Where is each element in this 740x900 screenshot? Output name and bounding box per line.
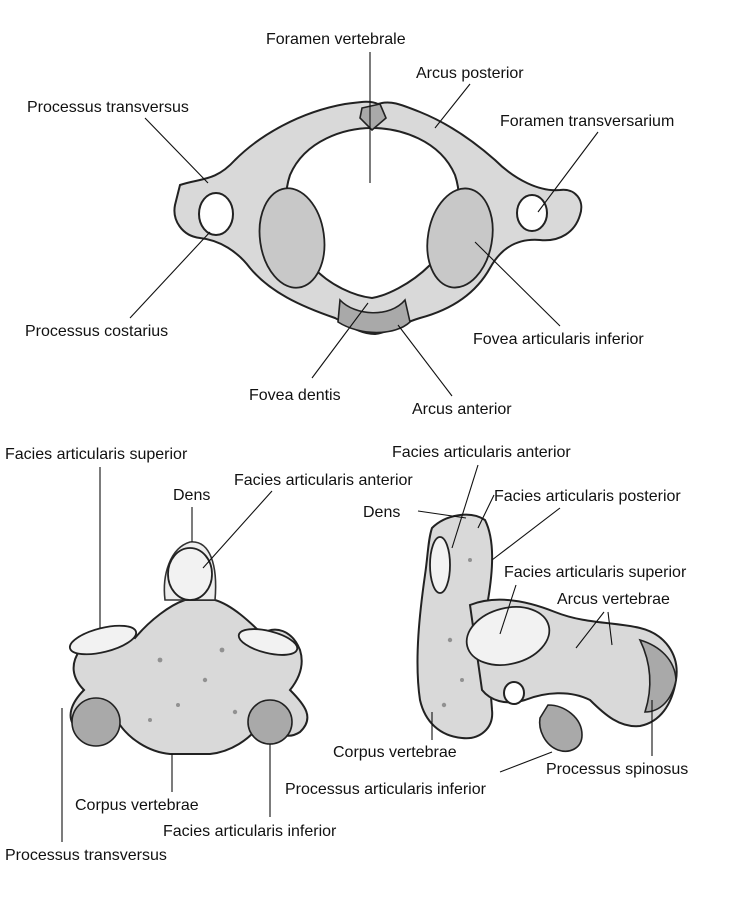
- atlas-posterior-tubercle: [359, 103, 387, 132]
- leader-atlas-arcus-anterior: [397, 324, 453, 397]
- texture-dot: [176, 703, 180, 707]
- label-axis-side-processus-spinosus: Processus spinosus: [546, 761, 688, 778]
- leader-atlas-fovea-articularis-inferior: [474, 241, 561, 327]
- axis-front-superior-facet-right: [237, 628, 299, 656]
- label-axis-side-arcus-vertebrae: Arcus vertebrae: [557, 591, 670, 608]
- leader-axis-side-facies-articularis-posterior-2: [491, 507, 561, 561]
- label-axis-side-facies-articularis-superior: Facies articularis superior: [504, 564, 687, 581]
- texture-dot: [157, 657, 163, 663]
- label-axis-front-facies-articularis-anterior: Facies articularis anterior: [234, 472, 413, 489]
- leader-axis-side-facies-articularis-superior: [499, 584, 517, 635]
- label-axis-side-facies-articularis-anterior: Facies articularis anterior: [392, 444, 571, 461]
- texture-dot: [441, 702, 447, 708]
- atlas-facet-left: [258, 187, 326, 289]
- label-axis-side-dens: Dens: [363, 504, 400, 521]
- label-atlas-foramen-vertebrale: Foramen vertebrale: [266, 31, 406, 48]
- axis-front-inferior-facet-left: [71, 697, 121, 747]
- atlas-foramen-transversarium-right: [516, 194, 548, 232]
- axis-front-illustration: [68, 541, 309, 755]
- leader-atlas-processus-transversus: [144, 117, 209, 184]
- texture-dot: [447, 637, 453, 643]
- leader-axis-front-facies-articularis-anterior: [202, 490, 273, 569]
- leader-atlas-fovea-dentis: [311, 302, 369, 379]
- label-axis-front-facies-articularis-superior: Facies articularis superior: [5, 446, 188, 463]
- axis-side-inferior-articular-process: [538, 704, 583, 752]
- label-axis-side-facies-articularis-posterior: Facies articularis posterior: [494, 488, 681, 505]
- leader-axis-side-facies-articularis-anterior: [451, 464, 479, 549]
- axis-side-dens-anterior-facet: [429, 536, 451, 594]
- axis-side-superior-facet: [465, 606, 551, 666]
- atlas-foramen-transversarium-left: [198, 192, 234, 236]
- axis-side-illustration: [416, 513, 678, 752]
- axis-side-spinous-tip: [638, 638, 677, 713]
- label-atlas-arcus-posterior: Arcus posterior: [416, 65, 524, 82]
- leader-atlas-foramen-transversarium: [537, 131, 599, 213]
- label-axis-side-corpus-vertebrae: Corpus vertebrae: [333, 744, 457, 761]
- texture-dot: [148, 718, 152, 722]
- label-axis-front-facies-articularis-inferior: Facies articularis inferior: [163, 823, 337, 840]
- atlas-facet-right: [426, 187, 494, 289]
- leader-atlas-processus-costarius: [129, 231, 211, 319]
- leader-atlas-arcus-posterior: [434, 83, 471, 129]
- label-axis-front-dens: Dens: [173, 487, 210, 504]
- label-atlas-processus-costarius: Processus costarius: [25, 323, 168, 340]
- leader-axis-side-processus-articularis-inferior: [499, 751, 553, 773]
- leader-axis-side-dens: [417, 510, 467, 519]
- label-axis-side-processus-articularis-inferior: Processus articularis inferior: [285, 781, 487, 798]
- texture-dot: [232, 709, 238, 715]
- axis-front-superior-facet-left: [68, 624, 138, 656]
- label-atlas-processus-transversus: Processus transversus: [27, 99, 189, 116]
- atlas-illustration: [173, 100, 583, 336]
- texture-dot: [460, 678, 464, 682]
- leader-axis-side-arcus-vertebrae-1: [575, 611, 605, 649]
- leader-axis-side-arcus-vertebrae-2: [607, 611, 613, 646]
- axis-front-inferior-facet-right: [247, 699, 293, 745]
- label-axis-front-corpus-vertebrae: Corpus vertebrae: [75, 797, 199, 814]
- texture-dot: [202, 677, 208, 683]
- texture-dot: [219, 647, 225, 653]
- label-axis-front-processus-transversus: Processus transversus: [5, 847, 167, 864]
- texture-dot: [468, 558, 472, 562]
- label-atlas-fovea-articularis-inferior: Fovea articularis inferior: [473, 331, 644, 348]
- label-atlas-foramen-transversarium: Foramen transversarium: [500, 113, 674, 130]
- label-atlas-fovea-dentis: Fovea dentis: [249, 387, 341, 404]
- axis-side-foramen: [503, 681, 525, 705]
- leader-axis-side-facies-articularis-posterior: [477, 494, 495, 529]
- axis-front-dens-anterior-facet: [167, 547, 213, 601]
- label-atlas-arcus-anterior: Arcus anterior: [412, 401, 512, 418]
